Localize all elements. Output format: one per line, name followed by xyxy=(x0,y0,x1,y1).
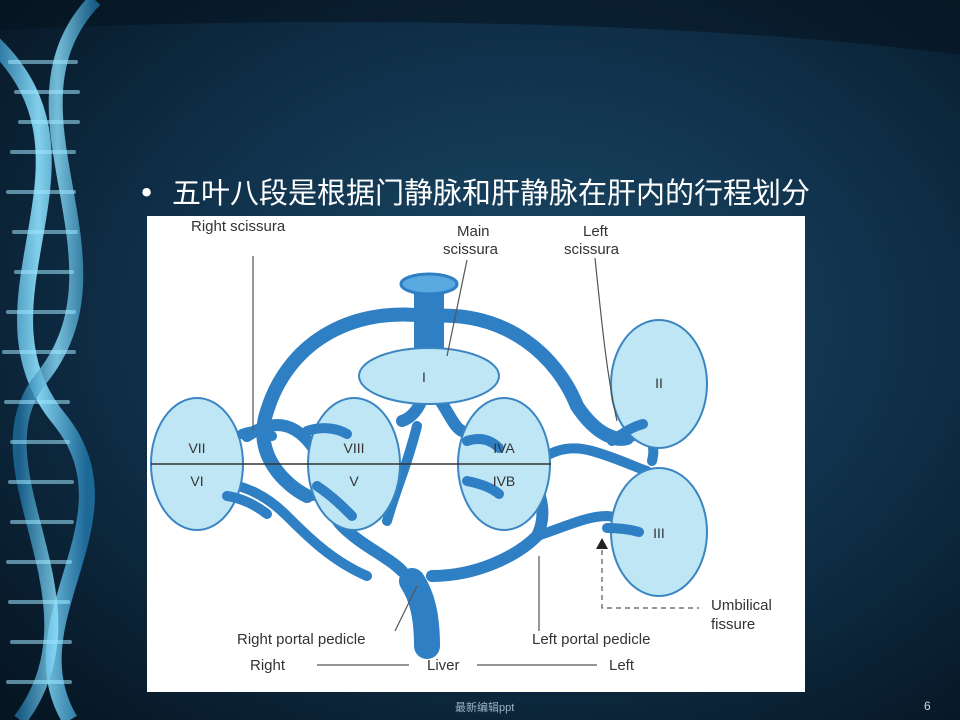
segment-V-label: V xyxy=(349,473,359,489)
vessel-right-3 xyxy=(212,476,372,581)
label-right-portal-pedicle: Right portal pedicle xyxy=(237,631,365,648)
bullet-icon: • xyxy=(138,176,156,210)
label-right: Right xyxy=(250,657,286,674)
label-left: Left xyxy=(609,657,635,674)
vessel-tree xyxy=(212,276,659,659)
label-main-scissura-1: Main xyxy=(457,223,490,240)
umbilical-fissure-line xyxy=(601,541,699,609)
bullet-text: 五叶八段是根据门静脉和肝静脉在肝内的行程划分 xyxy=(172,176,811,210)
main-scissura-line xyxy=(446,259,468,357)
label-left-scissura-2: scissura xyxy=(564,241,620,258)
vessel-into-IVA xyxy=(462,434,504,453)
page-number: 6 xyxy=(924,699,931,713)
segment-II-label: II xyxy=(655,375,663,391)
liver-segment-diagram: Right scissura Main scissura Left scissu… xyxy=(147,216,805,692)
segment-labels: I VII VI VIII V IVA IVB II III xyxy=(188,369,664,541)
diagram-svg: Right scissura Main scissura Left scissu… xyxy=(150,218,772,674)
label-right-scissura: Right scissura xyxy=(191,218,286,235)
label-main-scissura-2: scissura xyxy=(443,241,499,258)
segment-VI-label: VI xyxy=(190,473,203,489)
vessel-into-II xyxy=(607,419,648,446)
vessel-into-V xyxy=(312,481,357,521)
segments xyxy=(150,319,708,597)
vessel-arch-right xyxy=(256,307,434,503)
diagram-labels: Right scissura Main scissura Left scissu… xyxy=(191,218,772,674)
portal-trunk xyxy=(399,568,440,659)
segment-IVB-label: IVB xyxy=(493,473,516,489)
segment-VIII-label: VIII xyxy=(343,440,364,456)
label-left-portal-pedicle: Left portal pedicle xyxy=(532,631,650,648)
vessel-into-VI xyxy=(222,491,272,519)
umbilical-arrow xyxy=(596,538,608,549)
guide-lines xyxy=(252,256,699,666)
label-left-scissura-1: Left xyxy=(583,223,609,240)
dna-helix-decoration xyxy=(0,0,101,720)
label-umbilical-1: Umbilical xyxy=(711,597,772,614)
segment-II-shape xyxy=(610,319,708,449)
segment-I-shape xyxy=(358,347,500,405)
vessel-into-IVB xyxy=(462,476,504,499)
segment-III-label: III xyxy=(653,525,665,541)
bullet-heading: • 五叶八段是根据门静脉和肝静脉在肝内的行程划分 xyxy=(138,170,810,212)
vessel-overlays xyxy=(222,419,648,537)
vessel-into-VIII xyxy=(302,423,352,439)
segment-IVA-label: IVA xyxy=(493,440,515,456)
label-liver: Liver xyxy=(427,657,460,674)
segment-I-label: I xyxy=(422,369,426,385)
vessel-into-III xyxy=(602,523,644,537)
vessel-right-4 xyxy=(382,421,422,526)
vessel-into-VII xyxy=(237,426,277,441)
segment-VII-label: VII xyxy=(188,440,205,456)
ivc-opening xyxy=(399,272,459,296)
footer-text: 最新编辑ppt xyxy=(455,702,515,714)
left-scissura-line xyxy=(594,257,618,422)
right-pedicle-line xyxy=(394,585,418,632)
label-umbilical-2: fissure xyxy=(711,616,755,633)
